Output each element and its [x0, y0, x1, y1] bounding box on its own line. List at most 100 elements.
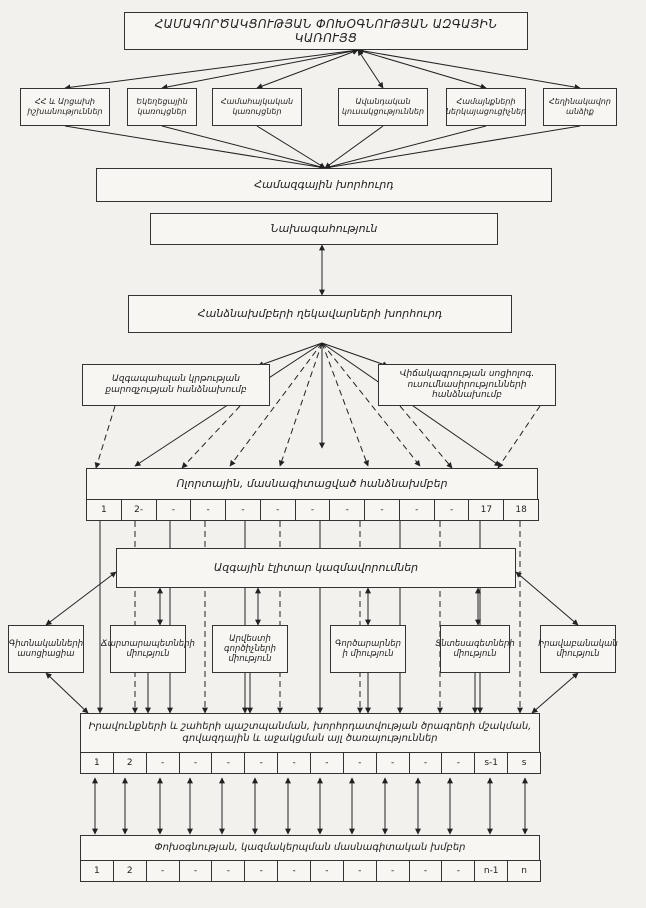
table-cell: 1 — [80, 860, 114, 882]
union-box-1: Գիտնականների ասոցիացիա — [8, 625, 84, 673]
connector-arrow — [357, 47, 581, 91]
member-box-4: Ավանդական կուսակցություններ — [338, 88, 428, 126]
connector-arrow — [94, 405, 116, 469]
connector-arrow — [256, 125, 326, 169]
table-cell: - — [441, 752, 476, 774]
committee-heads-council-box: Հանձնախմբերի ղեկավարների խորհուրդ — [128, 295, 512, 333]
table-cell: - — [259, 499, 296, 521]
table-cell: s — [507, 752, 541, 774]
connector-arrow — [357, 49, 384, 89]
connector-arrow — [324, 125, 384, 169]
member-box-3: Համահայկական կառույցներ — [212, 88, 302, 126]
table-cell: 2 — [112, 860, 147, 882]
table-cell: - — [398, 499, 435, 521]
table-cell: - — [310, 752, 344, 774]
table-cell: - — [310, 860, 344, 882]
union-label: Գործարարներ ի միություն — [335, 638, 401, 659]
connector-arrow — [64, 125, 326, 171]
sectoral-committees-label: Ոլորտային, մասնագիտացված հանձնախմբեր — [176, 477, 448, 491]
table-cell: - — [145, 860, 180, 882]
table-cell: 1 — [80, 752, 114, 774]
member-label: Եկեղեցային կառույցներ — [136, 97, 188, 116]
table-cell: n-1 — [474, 860, 509, 882]
union-label: Ճարտարապետների միություն — [101, 638, 195, 659]
connector-arrow — [181, 405, 241, 469]
connector-arrow — [161, 48, 359, 90]
union-label: Արվեստի գործիչների միություն — [223, 633, 277, 665]
member-box-5: Համայնքների ներկայացուցիչներ — [446, 88, 526, 126]
table-cell: s-1 — [474, 752, 509, 774]
connector-arrow — [321, 342, 369, 467]
connector-arrow — [399, 405, 453, 469]
connector-arrow — [324, 125, 581, 171]
connector-arrow — [229, 342, 323, 467]
mutual-aid-box: Փոխօգնության, կազմակերպման մասնագիտական … — [80, 835, 540, 861]
connector-arrow — [321, 342, 421, 467]
member-label: Համայնքների ներկայացուցիչներ — [445, 97, 527, 116]
connector-arrow — [324, 125, 487, 170]
connector-arrow — [321, 342, 389, 368]
table-cell: 1 — [86, 499, 122, 521]
elite-orgs-box: Ազգային էլիտար կազմավորումներ — [116, 548, 516, 588]
member-box-2: Եկեղեցային կառույցներ — [127, 88, 197, 126]
table-cell: - — [441, 860, 476, 882]
table-cell: - — [225, 499, 261, 521]
connector-arrow — [257, 342, 323, 367]
union-box-4: Գործարարներ ի միություն — [330, 625, 406, 673]
table-cell: - — [211, 752, 246, 774]
committee-left-label: Ազգապահպան կրթության քարոզչության հանձնա… — [105, 374, 247, 395]
table-cell: - — [408, 860, 443, 882]
national-council-box: Համազգային խորհուրդ — [96, 168, 552, 202]
committee-heads-council-label: Հանձնախմբերի ղեկավարների խորհուրդ — [197, 307, 443, 321]
connector-arrow — [515, 571, 579, 626]
union-box-2: Ճարտարապետների միություն — [101, 625, 195, 673]
table-cell: - — [277, 860, 311, 882]
table-cell: 17 — [468, 499, 505, 521]
presidium-label: Նախագահություն — [270, 222, 378, 236]
connector-arrow — [497, 405, 541, 469]
table-cell: n — [507, 860, 541, 882]
table-cell: - — [178, 860, 213, 882]
member-label: Համահայկական կառույցներ — [220, 97, 294, 116]
table-cell: - — [178, 752, 213, 774]
union-label: Գիտնականների ասոցիացիա — [8, 638, 84, 659]
union-box-3: Արվեստի գործիչների միություն — [212, 625, 288, 673]
mutual-aid-label: Փոխօգնության, կազմակերպման մասնագիտական … — [154, 842, 466, 853]
top-title: ՀԱՄԱԳՈՐԾԱԿՑՈՒԹՅԱՆ ՓՈԽՕԳՆՈՒԹՅԱՆ ԱԶԳԱՅԻՆ Կ… — [154, 16, 498, 45]
committee-left-box: Ազգապահպան կրթության քարոզչության հանձնա… — [82, 364, 270, 406]
connector-arrow — [256, 49, 359, 89]
connector-arrow — [64, 47, 359, 91]
connector-arrow — [161, 125, 326, 170]
union-label: Իրավաբանական միություն — [538, 638, 618, 659]
connector-arrow — [531, 672, 579, 714]
member-label: ՀՀ և Արցախի իշխանություններ — [27, 97, 103, 116]
table-cell: - — [375, 860, 410, 882]
table-cell: 18 — [503, 499, 539, 521]
national-council-label: Համազգային խորհուրդ — [254, 178, 394, 192]
table-cell: - — [408, 752, 443, 774]
table-cell: - — [244, 860, 279, 882]
top-title-box: ՀԱՄԱԳՈՐԾԱԿՑՈՒԹՅԱՆ ՓՈԽՕԳՆՈՒԹՅԱՆ ԱԶԳԱՅԻՆ Կ… — [124, 12, 528, 50]
connector-arrow — [45, 672, 89, 714]
member-box-1: ՀՀ և Արցախի իշխանություններ — [20, 88, 110, 126]
rights-orgs-label: Իրավունքների և շահերի պաշտպանման, խորհրդ… — [88, 721, 532, 744]
table-cell: - — [433, 499, 470, 521]
table-cell: - — [375, 752, 410, 774]
table-cell: 2 — [112, 752, 147, 774]
union-box-5: Տնտեսագետների միություն — [435, 625, 515, 673]
connector-arrow — [45, 571, 117, 626]
table-cell: - — [155, 499, 192, 521]
committee-right-box: Վիճակագրության սոցիոլոգ. ուսումնասիրությ… — [378, 364, 556, 406]
sectoral-committees-box: Ոլորտային, մասնագիտացված հանձնախմբեր — [86, 468, 538, 500]
member-box-6: Հեղինակավոր անձիք — [543, 88, 617, 126]
table-cell: - — [145, 752, 180, 774]
table-cell: - — [277, 752, 311, 774]
elite-orgs-label: Ազգային էլիտար կազմավորումներ — [213, 561, 419, 575]
table-cell: - — [190, 499, 227, 521]
table-cell: - — [342, 752, 377, 774]
connector-arrow — [278, 342, 323, 467]
union-label: Տնտեսագետների միություն — [435, 638, 515, 659]
table-cell: 2- — [120, 499, 157, 521]
table-cell: - — [211, 860, 246, 882]
